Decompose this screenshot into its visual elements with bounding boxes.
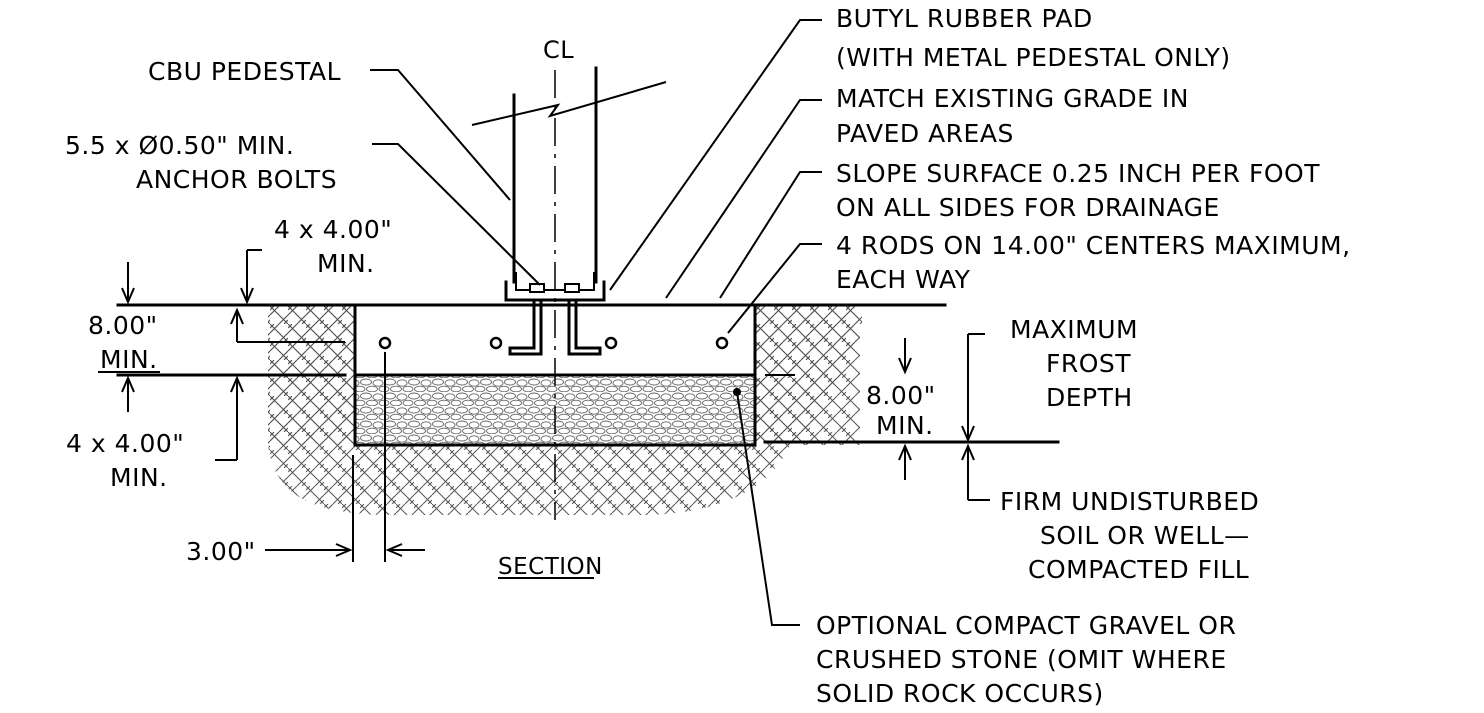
label-top-dim-2: MIN. (317, 249, 375, 278)
label-frost-3: DEPTH (1046, 383, 1133, 412)
rod-1 (378, 336, 392, 350)
label-rods-1: 4 RODS ON 14.00" CENTERS MAXIMUM, (836, 231, 1351, 260)
label-slope-1: SLOPE SURFACE 0.25 INCH PER FOOT (836, 159, 1320, 188)
label-firm-soil-2: SOIL OR WELL— (1040, 521, 1250, 550)
leader-butyl-pad (609, 19, 822, 291)
break-line (471, 81, 667, 126)
leader-match-grade (665, 99, 822, 299)
leader-gravel (736, 391, 800, 626)
label-match-grade-2: PAVED AREAS (836, 119, 1014, 148)
label-butyl-pad-2: (WITH METAL PEDESTAL ONLY) (836, 43, 1231, 72)
label-edge-dim: 3.00" (186, 537, 256, 566)
label-top-dim-1: 4 x 4.00" (274, 215, 392, 244)
label-slab-dim-2: MIN. (100, 345, 158, 374)
label-butyl-pad-1: BUTYL RUBBER PAD (836, 4, 1093, 33)
label-gravel-note-2: CRUSHED STONE (OMIT WHERE (816, 645, 1227, 674)
label-match-grade-1: MATCH EXISTING GRADE IN (836, 84, 1189, 113)
label-gravel-note-1: OPTIONAL COMPACT GRAVEL OR (816, 611, 1236, 640)
section-title: SECTION (498, 554, 603, 580)
label-firm-soil-3: COMPACTED FILL (1028, 555, 1249, 584)
label-cbu-pedestal: CBU PEDESTAL (148, 57, 341, 86)
label-bottom-dim-1: 4 x 4.00" (66, 429, 184, 458)
label-gravel-dim-2: MIN. (876, 411, 934, 440)
label-anchor-bolts-1: 5.5 x Ø0.50" MIN. (65, 131, 294, 160)
leader-rods (727, 243, 822, 334)
rod-2 (489, 336, 503, 350)
soil-hatch (268, 305, 862, 515)
label-anchor-bolts-2: ANCHOR BOLTS (136, 165, 337, 194)
label-firm-soil-1: FIRM UNDISTURBED (1000, 487, 1259, 516)
label-slab-dim-1: 8.00" (88, 311, 158, 340)
centerline-symbol: CL (543, 36, 574, 64)
label-gravel-note-3: SOLID ROCK OCCURS) (816, 679, 1104, 708)
label-frost-1: MAXIMUM (1010, 315, 1138, 344)
bolt-nut-right (564, 283, 580, 293)
anchor-bolt-right (567, 298, 602, 356)
label-rods-2: EACH WAY (836, 265, 971, 294)
bolt-nut-left (529, 283, 545, 293)
rod-3 (604, 336, 618, 350)
anchor-bolt-left (508, 298, 543, 356)
label-gravel-dim-1: 8.00" (866, 381, 936, 410)
label-bottom-dim-2: MIN. (110, 463, 168, 492)
rod-4 (715, 336, 729, 350)
label-frost-2: FROST (1046, 349, 1131, 378)
label-slope-2: ON ALL SIDES FOR DRAINAGE (836, 193, 1220, 222)
leader-slope (719, 171, 822, 299)
leader-anchor-bolts (372, 143, 541, 286)
leader-cbu-pedestal (370, 69, 511, 201)
